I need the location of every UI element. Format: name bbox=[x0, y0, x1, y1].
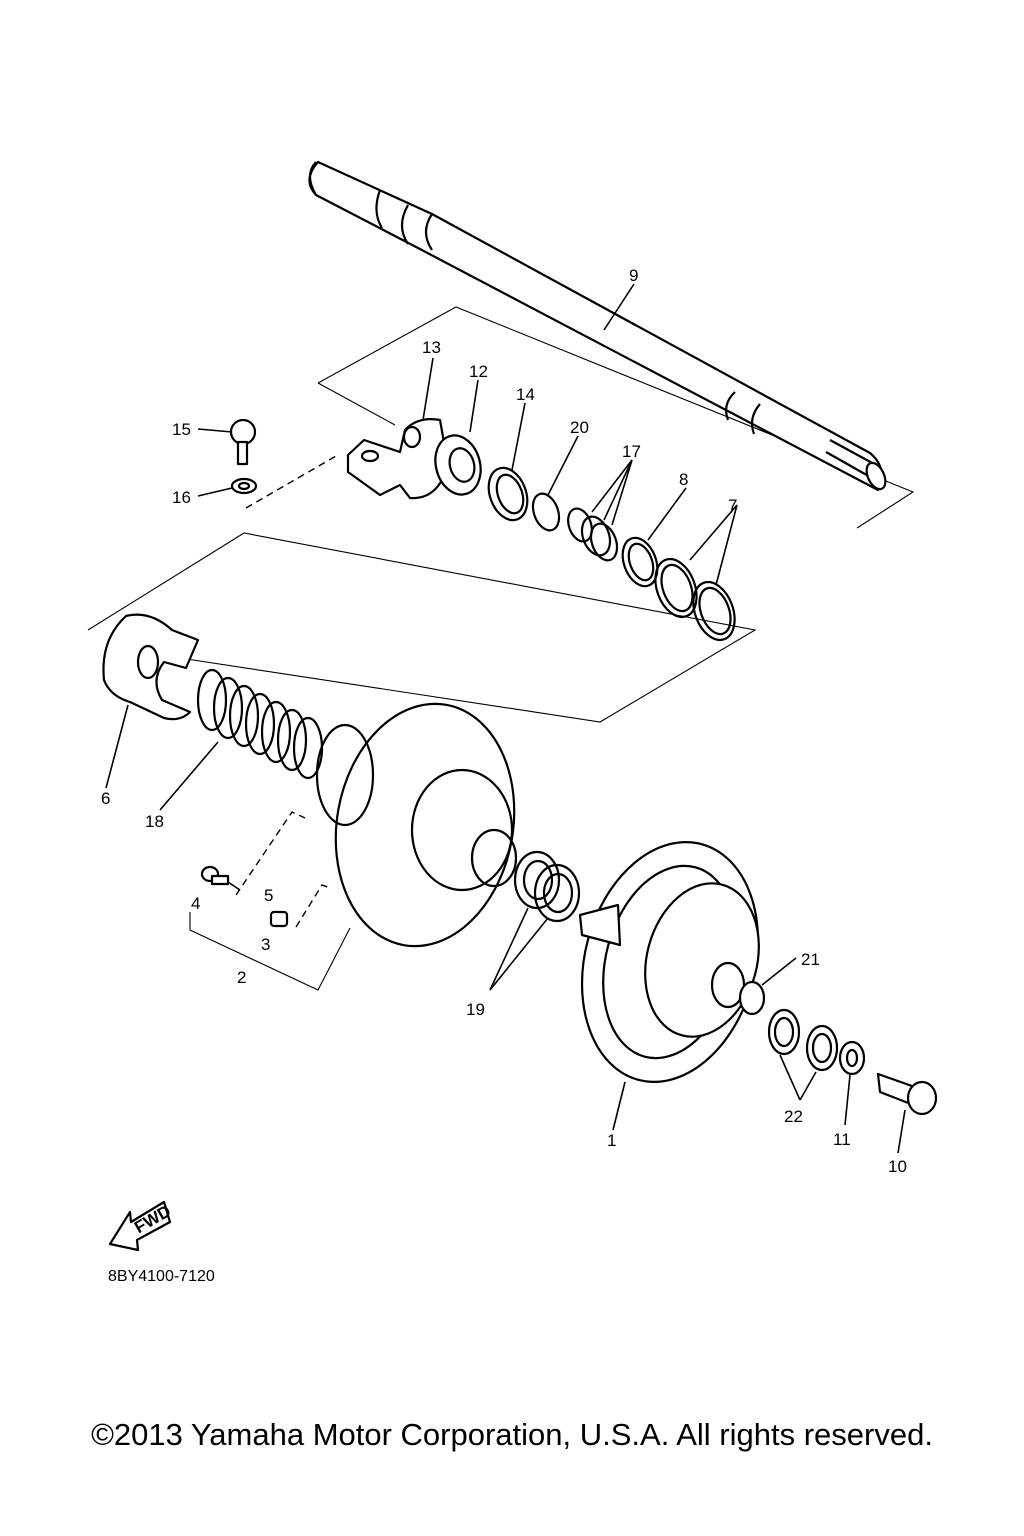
callout-21: 21 bbox=[801, 950, 820, 969]
bearing-housing bbox=[346, 418, 450, 500]
callout-8: 8 bbox=[679, 470, 688, 489]
fixed-sheave bbox=[578, 841, 760, 1083]
cam bbox=[102, 613, 200, 721]
middle-assembly-box bbox=[87, 532, 757, 723]
bracket-2 bbox=[189, 811, 351, 991]
circlip-20 bbox=[531, 492, 561, 532]
washers-19 bbox=[513, 850, 581, 923]
callout-9: 9 bbox=[629, 266, 638, 285]
bolt-15 bbox=[229, 418, 257, 466]
callout-18: 18 bbox=[145, 812, 164, 831]
copyright-notice: ©2013 Yamaha Motor Corporation, U.S.A. A… bbox=[91, 1417, 933, 1452]
fwd-arrow-icon: FWD bbox=[108, 1200, 174, 1252]
callout-10: 10 bbox=[888, 1157, 907, 1176]
upper-assembly-box bbox=[245, 306, 915, 529]
callout-16: 16 bbox=[172, 488, 191, 507]
callout-6: 6 bbox=[101, 789, 110, 808]
callout-12: 12 bbox=[469, 362, 488, 381]
callout-11: 11 bbox=[833, 1130, 851, 1149]
callout-14: 14 bbox=[516, 385, 535, 404]
washer-16 bbox=[230, 477, 258, 495]
callout-5: 5 bbox=[264, 886, 273, 905]
callout-17: 17 bbox=[622, 442, 641, 461]
shaft bbox=[308, 160, 887, 492]
sliding-sheave bbox=[315, 702, 518, 948]
leader-lines bbox=[105, 283, 906, 1154]
callout-13: 13 bbox=[422, 338, 441, 357]
callout-19: 19 bbox=[466, 1000, 485, 1019]
collar-21 bbox=[738, 980, 766, 1016]
circlip-14 bbox=[487, 466, 529, 522]
spring bbox=[196, 668, 324, 780]
washers-22 bbox=[767, 1008, 839, 1072]
diagram-code: 8BY4100-7120 bbox=[108, 1268, 215, 1285]
callout-15: 15 bbox=[172, 420, 191, 439]
washers-17 bbox=[567, 507, 619, 562]
circlip-8 bbox=[621, 536, 659, 588]
callout-22: 22 bbox=[784, 1107, 803, 1126]
callout-20: 20 bbox=[570, 418, 589, 437]
callout-1: 1 bbox=[607, 1131, 616, 1150]
callout-7: 7 bbox=[728, 496, 737, 515]
bolt-10 bbox=[876, 1072, 938, 1116]
plug-3 bbox=[269, 910, 289, 928]
seals-7 bbox=[654, 557, 736, 642]
washer-11 bbox=[838, 1040, 866, 1076]
bolt-4 bbox=[200, 865, 230, 886]
callout-4: 4 bbox=[191, 894, 200, 913]
callout-labels: 9 13 12 14 20 17 8 7 15 16 6 18 5 4 3 2 … bbox=[101, 266, 907, 1176]
callout-3: 3 bbox=[261, 935, 270, 954]
bearing bbox=[434, 434, 482, 496]
callout-2: 2 bbox=[237, 968, 246, 987]
